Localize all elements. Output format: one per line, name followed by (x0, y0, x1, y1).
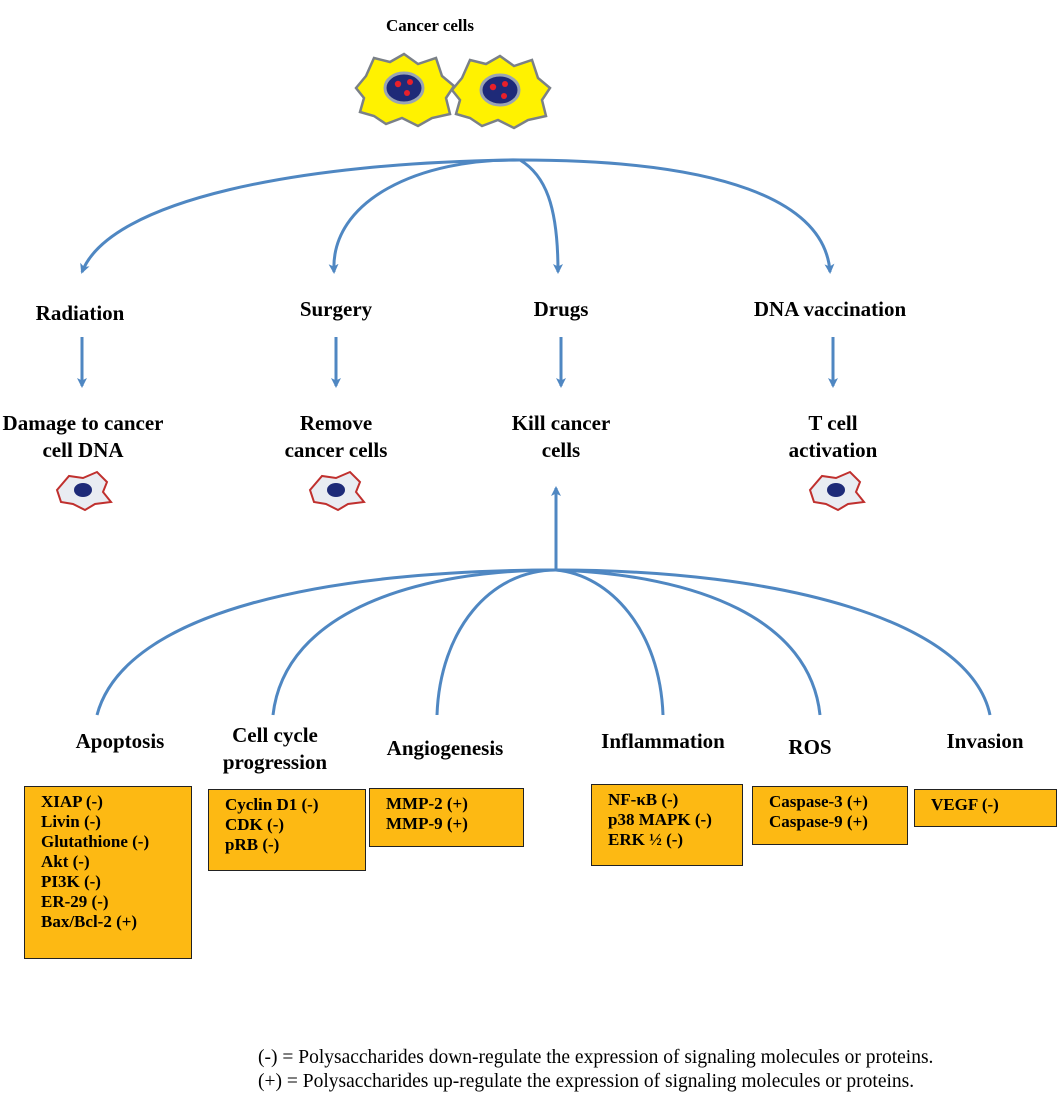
arc-from-apoptosis (95, 568, 557, 716)
molecule: Glutathione (-) (41, 832, 150, 851)
arc-to-radiation (80, 158, 521, 274)
molecule: p38 MAPK (-) (608, 810, 712, 829)
arc-from-cell-cycle (271, 568, 557, 716)
outcome-drugs: Kill cancer cells (481, 410, 641, 464)
cancer-cell-icon (450, 54, 552, 130)
mechanism-apoptosis: Apoptosis (75, 729, 165, 753)
molecule: ER-29 (-) (41, 892, 109, 911)
treatment-drugs: Drugs (533, 297, 589, 321)
arc-from-inflammation (555, 568, 665, 716)
mechanism-angiogenesis: Angiogenesis (386, 736, 504, 760)
inflammation-box: NF-κB (-) p38 MAPK (-) ERK ½ (-) (591, 784, 743, 866)
molecule: Akt (-) (41, 852, 90, 871)
cell-cycle-box: Cyclin D1 (-) CDK (-) pRB (-) (208, 789, 366, 871)
damaged-cell-icon (55, 470, 113, 512)
molecule: MMP-2 (+) (386, 794, 468, 813)
outcome-line: cells (541, 438, 581, 462)
legend-down-regulate: (-) = Polysaccharides down-regulate the … (258, 1047, 934, 1068)
outcome-line: cancer cells (284, 438, 388, 462)
arc-to-drugs (519, 158, 563, 274)
mechanism-inflammation: Inflammation (601, 729, 725, 753)
outcome-line: T cell (808, 411, 858, 435)
mechanism-invasion: Invasion (946, 729, 1024, 753)
outcome-radiation: Damage to cancer cell DNA (0, 410, 166, 464)
title-cancer-cells: Cancer cells (386, 16, 474, 35)
molecule: Bax/Bcl-2 (+) (41, 912, 138, 931)
outcome-line: activation (788, 438, 878, 462)
damaged-cell-icon (808, 470, 866, 512)
arc-from-invasion (555, 568, 992, 716)
arc-from-angiogenesis (435, 568, 557, 716)
molecule: Livin (-) (41, 812, 101, 831)
arc-from-ros (555, 568, 822, 716)
molecule: Caspase-3 (+) (769, 792, 868, 811)
outcome-line: Damage to cancer (2, 411, 164, 435)
invasion-box: VEGF (-) (914, 789, 1057, 827)
molecule: Caspase-9 (+) (769, 812, 868, 831)
molecule: VEGF (-) (931, 795, 999, 814)
outcome-line: cell DNA (42, 438, 124, 462)
outcome-surgery: Remove cancer cells (256, 410, 416, 464)
legend-up-regulate: (+) = Polysaccharides up-regulate the ex… (258, 1071, 915, 1092)
molecule: PI3K (-) (41, 872, 101, 891)
treatment-radiation: Radiation (35, 301, 125, 325)
mechanism-cell-cycle: Cell cycle progression (200, 722, 350, 776)
arc-to-surgery (328, 158, 521, 274)
molecule: NF-κB (-) (608, 790, 679, 809)
outcome-line: Kill cancer (511, 411, 611, 435)
mechanism-line: Cell cycle (232, 723, 318, 747)
mechanism-line: progression (222, 750, 328, 774)
cancer-cell-icon (354, 52, 456, 128)
damaged-cell-icon (308, 470, 366, 512)
ros-box: Caspase-3 (+) Caspase-9 (+) (752, 786, 908, 845)
apoptosis-box: XIAP (-) Livin (-) Glutathione (-) Akt (… (24, 786, 192, 959)
mechanism-ros: ROS (788, 735, 832, 759)
molecule: pRB (-) (225, 835, 280, 854)
outcome-line: Remove (299, 411, 373, 435)
outcome-dna-vaccination: T cell activation (753, 410, 913, 464)
molecule: MMP-9 (+) (386, 814, 468, 833)
molecule: XIAP (-) (41, 792, 103, 811)
molecule: Cyclin D1 (-) (225, 795, 319, 814)
molecule: ERK ½ (-) (608, 830, 684, 849)
angiogenesis-box: MMP-2 (+) MMP-9 (+) (369, 788, 524, 847)
arc-to-dna-vaccination (519, 158, 835, 274)
molecule: CDK (-) (225, 815, 285, 834)
treatment-surgery: Surgery (299, 297, 373, 321)
treatment-dna-vaccination: DNA vaccination (753, 297, 907, 321)
